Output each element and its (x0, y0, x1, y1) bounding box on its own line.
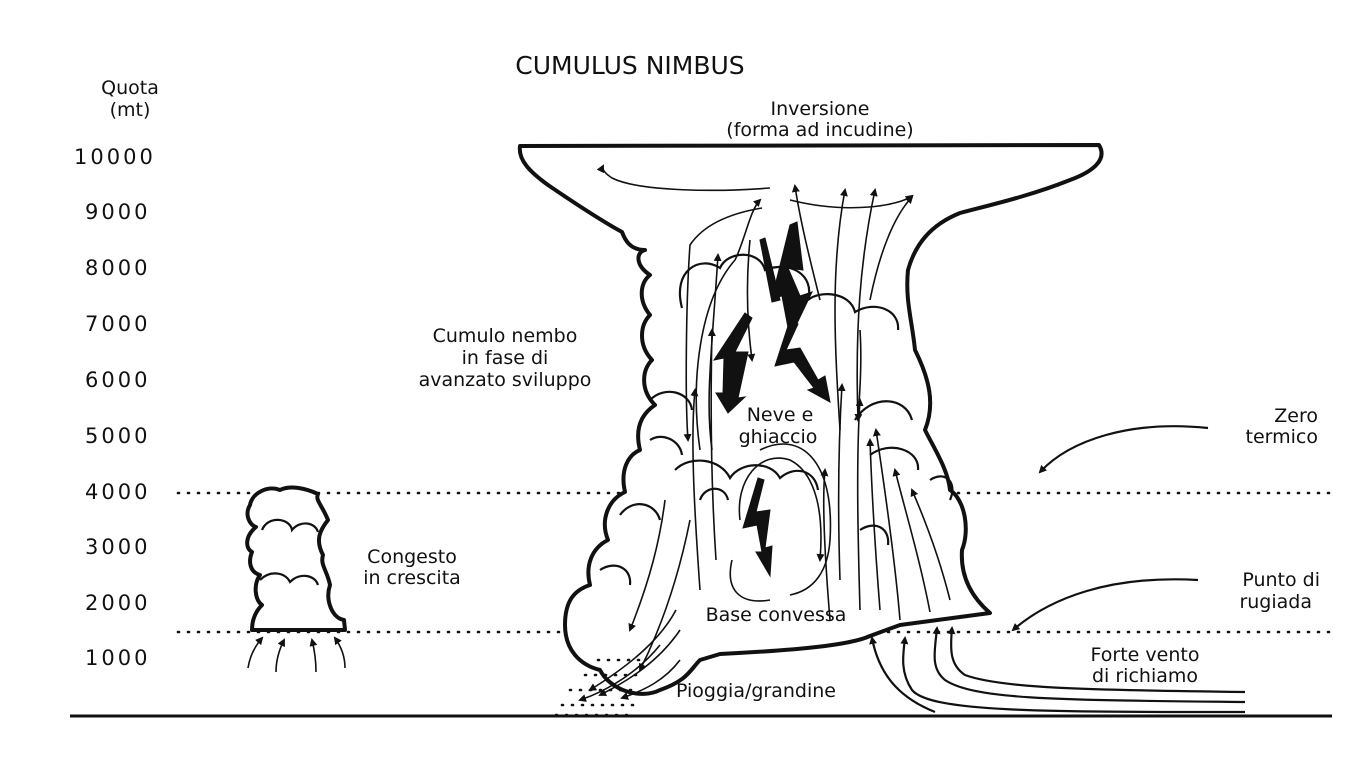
altitude-ticks: 10000 9000 8000 7000 6000 5000 4000 3000… (74, 145, 156, 670)
tick-8000: 8000 (85, 256, 150, 280)
label-richiamo: di richiamo (1092, 665, 1198, 687)
tick-3000: 3000 (85, 535, 150, 559)
label-cumulo-2: in fase di (462, 347, 549, 369)
inflow-arrows (869, 626, 1246, 714)
label-incudine: (forma ad incudine) (726, 119, 913, 141)
congestus-bumps (259, 518, 320, 586)
label-neve: Neve e (747, 404, 814, 426)
label-punto: Punto di (1242, 569, 1320, 591)
lightning-bolt-icon (774, 319, 831, 403)
label-zero: Zero (1274, 405, 1318, 427)
label-rugiada: rugiada (1239, 591, 1312, 613)
tick-2000: 2000 (85, 591, 150, 615)
dew-point-pointer (1011, 578, 1199, 632)
lightning-bolt-icon (742, 477, 773, 578)
tick-9000: 9000 (85, 200, 150, 224)
label-termico: termico (1246, 426, 1318, 448)
congestus-updraft-arrows (247, 636, 346, 673)
lightning-bolts (712, 221, 831, 578)
axis-label-unit: (mt) (110, 99, 151, 121)
tick-1000: 1000 (85, 646, 150, 670)
diagram-title: CUMULUS NIMBUS (515, 51, 744, 80)
rain-dots (554, 658, 642, 717)
label-crescita: in crescita (363, 567, 461, 589)
label-base-convessa: Base convessa (706, 604, 847, 626)
label-inversione: Inversione (771, 98, 870, 120)
tick-6000: 6000 (85, 368, 150, 392)
label-congesto: Congesto (367, 546, 457, 568)
label-ghiaccio: ghiaccio (739, 426, 818, 448)
label-cumulo-1: Cumulo nembo (433, 325, 578, 347)
tick-4000: 4000 (85, 480, 150, 504)
label-forte-vento: Forte vento (1091, 644, 1200, 666)
tick-5000: 5000 (85, 424, 150, 448)
label-pioggia: Pioggia/grandine (676, 680, 836, 702)
tick-7000: 7000 (85, 312, 150, 336)
air-currents (578, 164, 951, 702)
lightning-bolt-icon (712, 312, 753, 414)
cumulonimbus-cloud (517, 143, 1104, 696)
lightning-bolt-icon (759, 237, 781, 303)
label-cumulo-3: avanzato sviluppo (419, 369, 592, 391)
axis-label-quota: Quota (101, 77, 159, 99)
congestus-cloud (245, 485, 347, 632)
zero-thermal-pointer (1038, 425, 1209, 474)
tick-10000: 10000 (74, 145, 156, 169)
